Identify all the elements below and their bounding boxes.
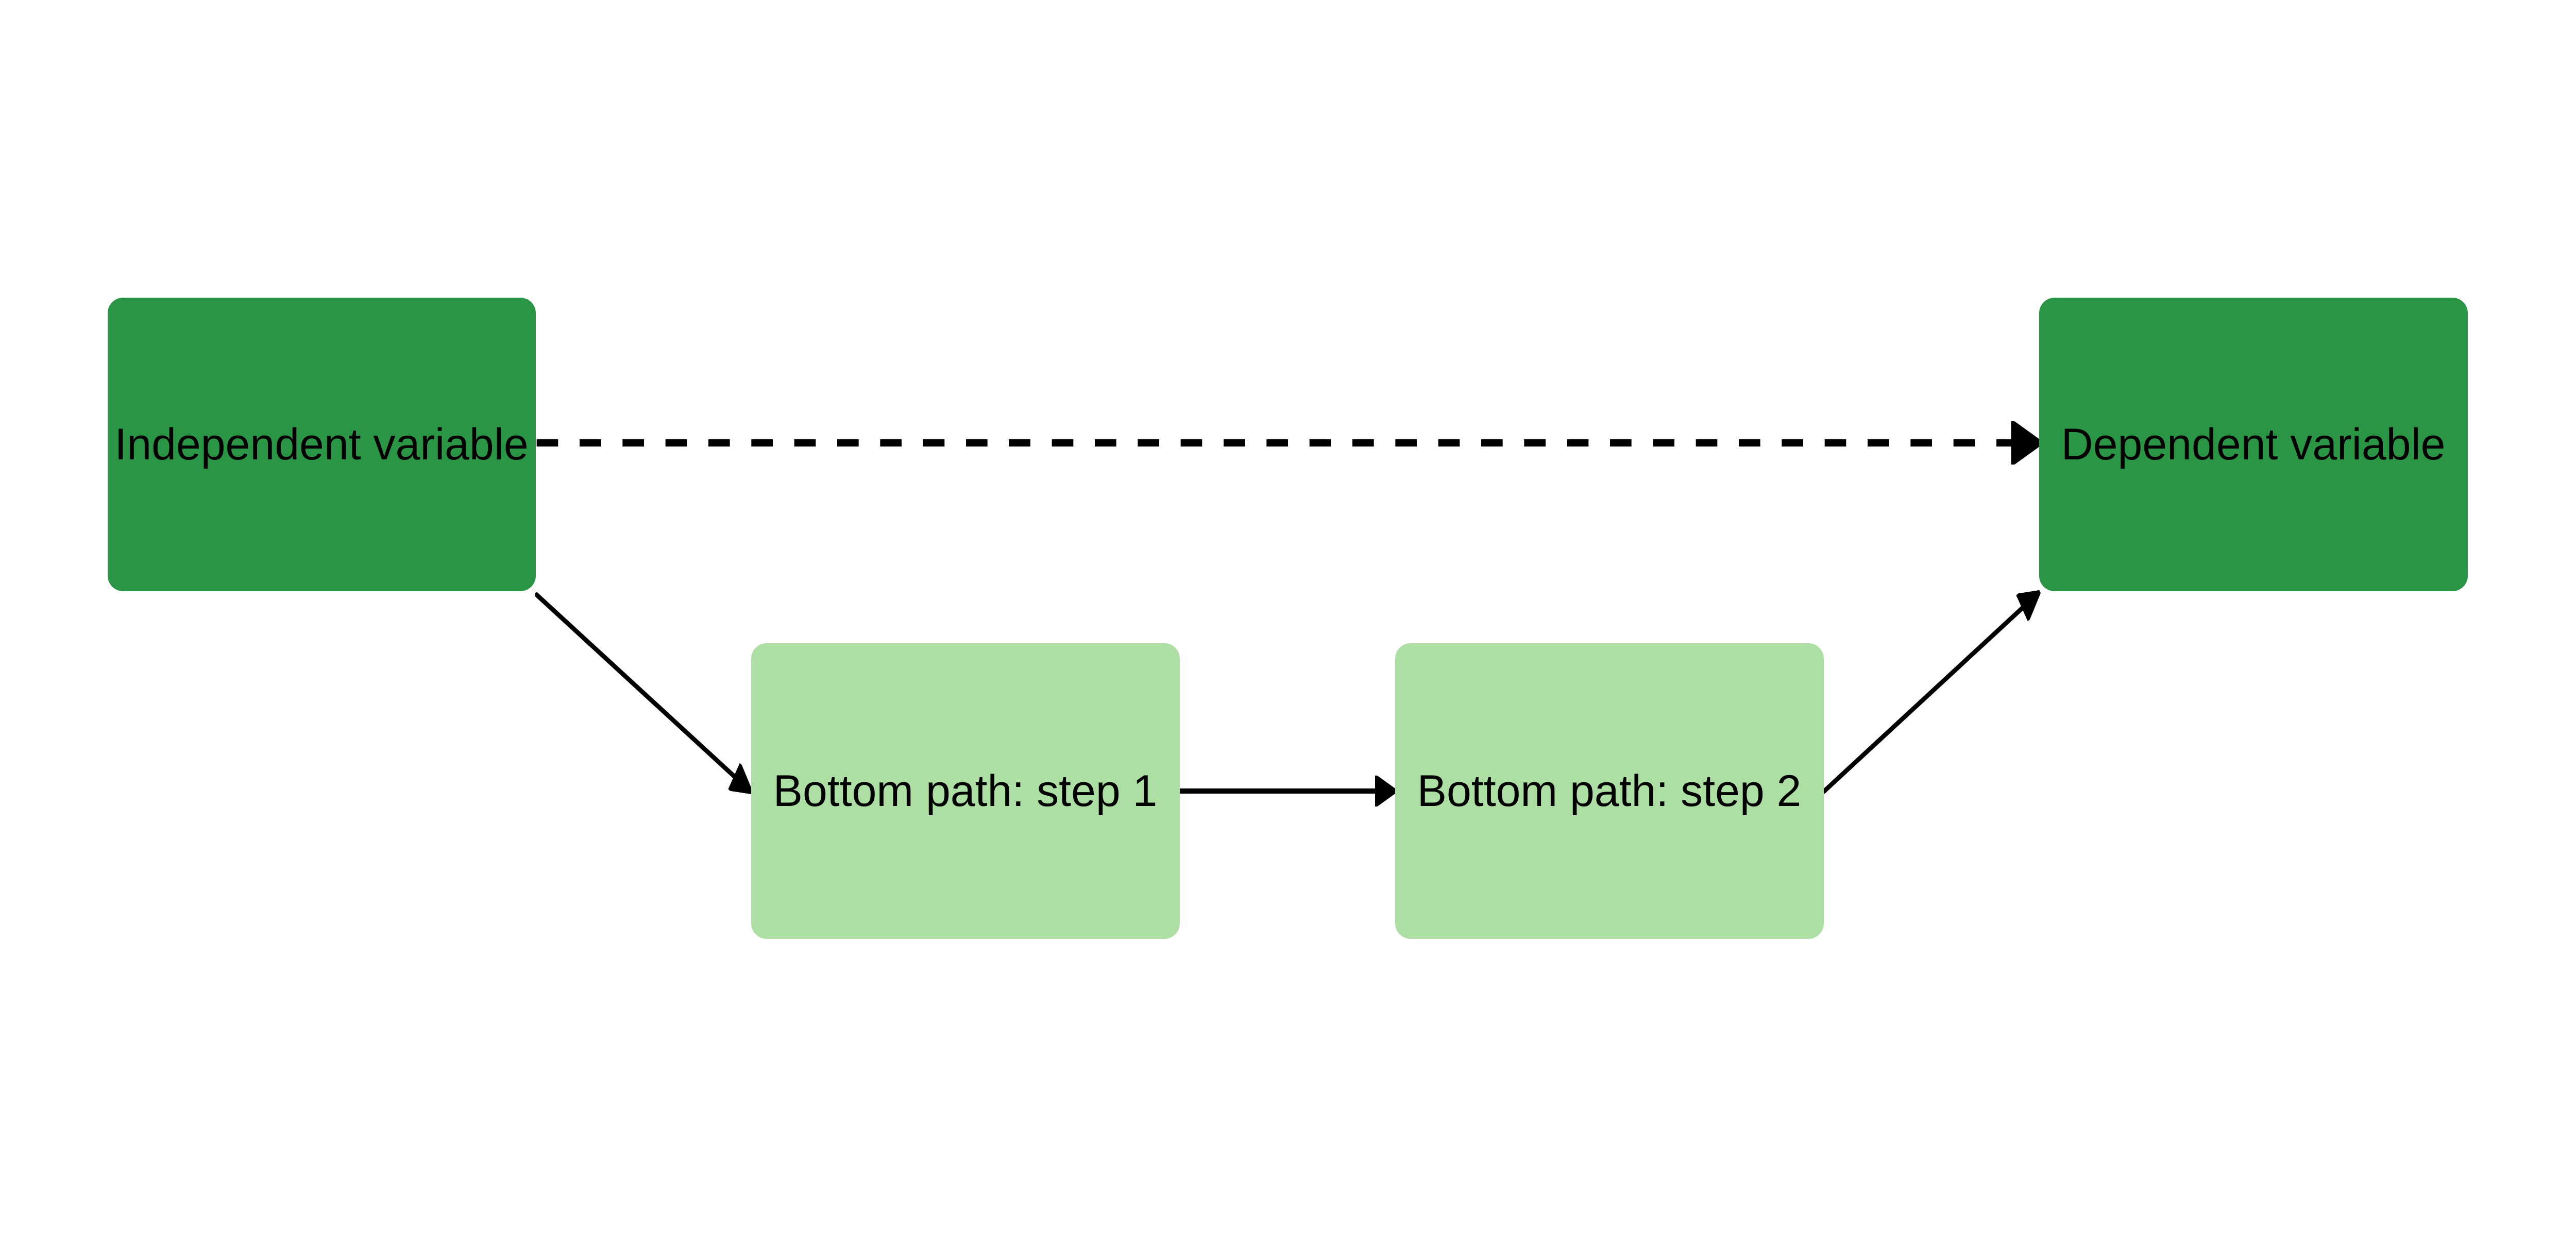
node-bottom-path-step-1: Bottom path: step 1 — [751, 643, 1180, 939]
node-label: Bottom path: step 2 — [1417, 766, 1802, 816]
node-independent-variable: Independent variable — [107, 298, 536, 591]
node-label: Independent variable — [114, 419, 529, 469]
node-dependent-variable: Dependent variable — [2039, 298, 2468, 591]
node-label: Dependent variable — [2061, 419, 2446, 469]
node-label: Bottom path: step 1 — [773, 766, 1158, 816]
edge-step2-to-dependent — [1822, 593, 2038, 794]
edge-independent-to-step1 — [535, 592, 751, 791]
node-bottom-path-step-2: Bottom path: step 2 — [1395, 643, 1824, 939]
